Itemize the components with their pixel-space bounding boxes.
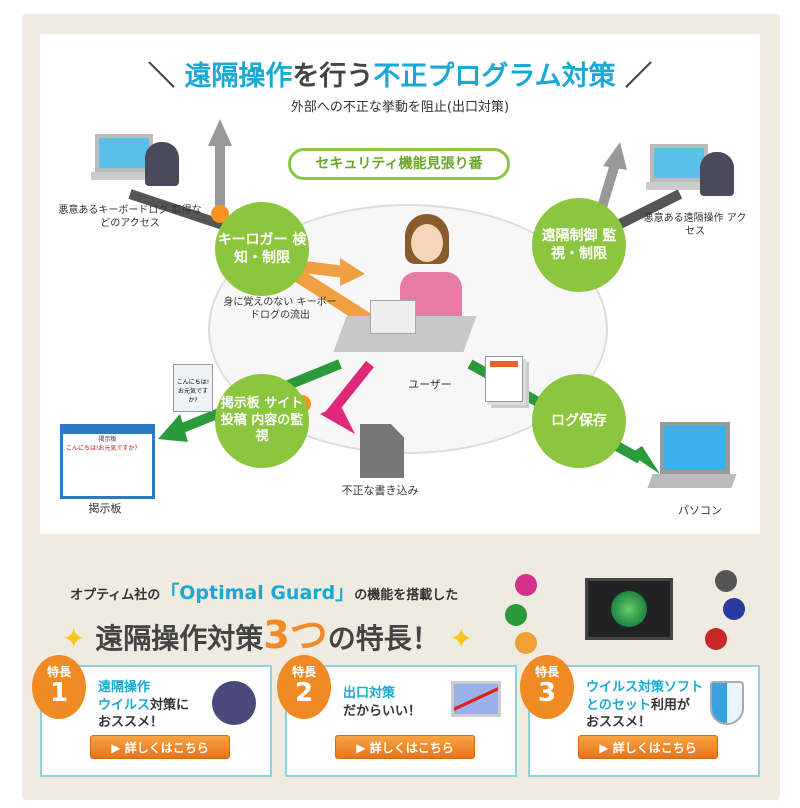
sparkle-icon: ✦ bbox=[449, 622, 473, 655]
bbs-window-icon: 掲示板 こんにちは!お元気ですか? bbox=[60, 424, 155, 499]
document-icon bbox=[360, 424, 404, 478]
feature-text: 遠隔操作ウイルス対策におススメ！ bbox=[98, 679, 189, 732]
bad-write-label: 不正な書き込み bbox=[341, 484, 419, 497]
badge-number: 1 bbox=[49, 678, 69, 708]
badge-label: 特長 bbox=[534, 665, 559, 679]
message-note: こんにちは! お元気ですか? bbox=[173, 364, 213, 412]
text-line: おススメ！ bbox=[98, 715, 164, 731]
diagram-subtitle: 外部への不正な挙動を阻止(出口対策) bbox=[290, 100, 510, 115]
node-bbs-monitor: 掲示板 サイト投稿 内容の監視 bbox=[215, 374, 309, 468]
bad-write-arrow bbox=[326, 360, 374, 418]
title-part: を行う bbox=[292, 61, 374, 92]
hacker-laptop-left-icon bbox=[91, 134, 179, 186]
badge-number: 3 bbox=[537, 678, 557, 708]
blocked-monitor-icon bbox=[451, 681, 501, 717]
text-line: 対策に bbox=[150, 697, 190, 713]
virus-icon bbox=[212, 681, 256, 725]
bbs-window-post: こんにちは!お元気ですか? bbox=[66, 445, 138, 452]
lead-suffix: の機能を搭載した bbox=[354, 588, 459, 603]
headline-number: 3つ bbox=[263, 613, 328, 657]
text-line: 出口対策 bbox=[343, 686, 396, 701]
user-illustration bbox=[333, 214, 480, 364]
keylog-leak-label: 身に覚えのない キーボードログの流出 bbox=[223, 297, 337, 321]
brand-name: 「Optimal Guard」 bbox=[160, 582, 355, 604]
bbs-label: 掲示板 bbox=[88, 502, 122, 515]
arrowhead bbox=[208, 119, 232, 146]
text-line: だからいい！ bbox=[343, 703, 422, 719]
feature-text: 出口対策だからいい！ bbox=[343, 685, 421, 720]
badge-label: 特長 bbox=[291, 665, 316, 679]
node-remote-control: 遠隔制御 監視・制限 bbox=[532, 198, 626, 292]
text-line: 利用が bbox=[650, 697, 690, 713]
pc-label: パソコン bbox=[678, 504, 722, 517]
details-button-2[interactable]: ▶ 詳しくはこちら bbox=[335, 735, 475, 759]
badge-number: 2 bbox=[294, 678, 314, 708]
log-documents-icon bbox=[485, 356, 523, 402]
sparkle-icon: ✦ bbox=[62, 622, 86, 655]
details-button-3[interactable]: ▶ 詳しくはこちら bbox=[578, 735, 718, 759]
lead-prefix: オプティム社の bbox=[70, 588, 161, 603]
malicious-keylog-label: 悪意あるキーボードログ 取得などのアクセス bbox=[58, 205, 202, 229]
promo-lead: オプティム社の「Optimal Guard」の機能を搭載した bbox=[70, 578, 458, 605]
headline-b: の特長！ bbox=[327, 622, 440, 655]
text-line: とのセット bbox=[586, 697, 651, 713]
malicious-remote-label: 悪意ある遠隔操作 アクセス bbox=[643, 213, 747, 237]
shield-icon bbox=[710, 681, 744, 725]
headline-a: 遠隔操作対策 bbox=[95, 622, 264, 655]
node-keylogger: キーロガー 検知・制限 bbox=[215, 202, 309, 296]
diagram-title: ＼ 遠隔操作を行う不正プログラム対策 ／ bbox=[147, 61, 652, 92]
node-log-save: ログ保存 bbox=[532, 374, 626, 468]
title-part: 不正プログラム対策 bbox=[373, 61, 616, 92]
text-line: 遠隔操作 bbox=[98, 680, 151, 695]
details-button-1[interactable]: ▶ 詳しくはこちら bbox=[90, 735, 230, 759]
monitor-threat-illustration bbox=[505, 568, 755, 658]
hacker-laptop-right-icon bbox=[646, 144, 734, 196]
security-label: セキュリティ機能見張り番 bbox=[288, 148, 510, 180]
text-line: おススメ！ bbox=[586, 715, 652, 731]
arrowhead bbox=[603, 142, 627, 170]
promo-headline: ✦ 遠隔操作対策3つの特長！ ✦ bbox=[62, 604, 473, 659]
title-part: 遠隔操作 bbox=[184, 61, 293, 92]
text-line: ウイルス bbox=[98, 697, 151, 713]
badge-label: 特長 bbox=[46, 665, 71, 679]
bbs-window-title: 掲示板 bbox=[98, 436, 117, 443]
pc-laptop-icon bbox=[647, 422, 737, 488]
diagram-panel: ＼ 遠隔操作を行う不正プログラム対策 ／ 外部への不正な挙動を阻止(出口対策) … bbox=[40, 34, 760, 534]
feature-text: ウイルス対策ソフトとのセット利用がおススメ！ bbox=[586, 679, 703, 732]
text-line: ウイルス対策ソフト bbox=[586, 680, 704, 695]
arrowhead bbox=[340, 258, 365, 286]
user-label: ユーザー bbox=[408, 378, 452, 391]
